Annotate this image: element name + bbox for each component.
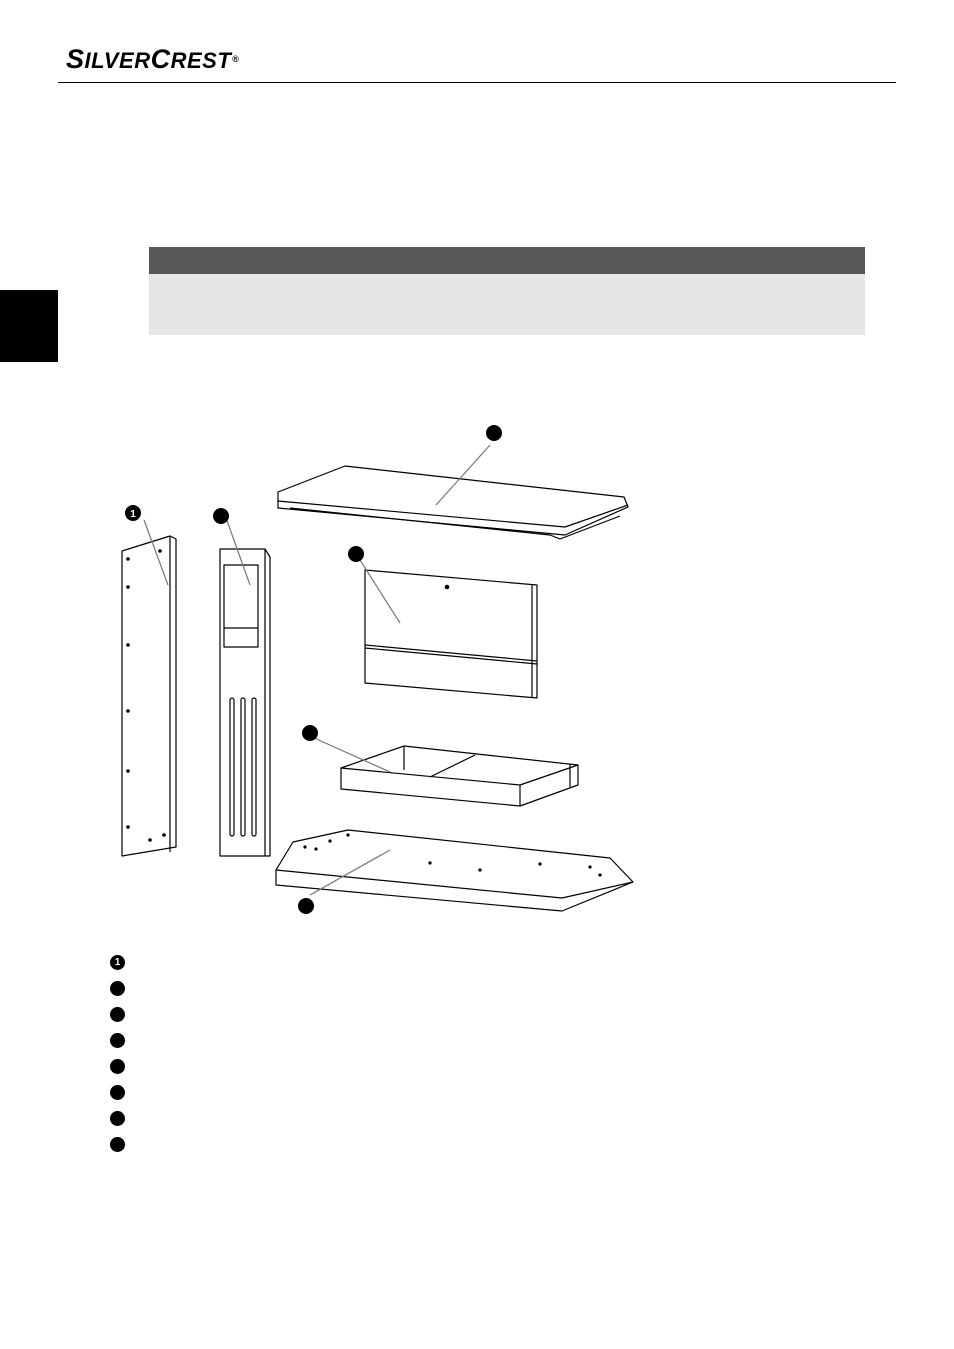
note-box-body xyxy=(149,274,865,335)
legend-marker-6 xyxy=(110,1085,125,1100)
logo-text-ilver: ILVER xyxy=(84,48,151,73)
legend-marker-4 xyxy=(110,1033,125,1048)
callout-6 xyxy=(298,898,314,914)
back-panel xyxy=(359,559,538,699)
legend-marker-7 xyxy=(110,1111,125,1126)
callout-4 xyxy=(486,425,502,441)
note-box-header xyxy=(149,247,865,274)
callout-markers: 1 xyxy=(125,425,502,914)
base-plinth xyxy=(275,829,634,912)
callout-1 xyxy=(125,505,141,521)
left-pillar xyxy=(219,514,271,857)
parts-diagram: 1 xyxy=(121,425,634,914)
legend-marker-3 xyxy=(110,1007,125,1022)
legend-marker-2 xyxy=(110,981,125,996)
legend-marker-5 xyxy=(110,1059,125,1074)
callout-1-label: 1 xyxy=(130,509,136,520)
legend-marker-1: 1 xyxy=(110,955,125,970)
logo-text-rest: REST xyxy=(170,48,232,73)
callout-5 xyxy=(302,725,318,741)
left-side-panel xyxy=(121,519,177,857)
firebox-frame xyxy=(311,736,579,807)
logo-letter-c: C xyxy=(150,44,171,74)
logo-letter-s: S xyxy=(66,44,85,74)
language-side-tab xyxy=(0,290,58,362)
registered-mark: ® xyxy=(232,54,240,64)
header-rule xyxy=(58,82,896,83)
mantel-top-shelf xyxy=(277,444,629,540)
callout-3 xyxy=(348,546,364,562)
legend-marker-8 xyxy=(110,1137,125,1152)
brand-logo: SILVERCREST® xyxy=(66,44,239,76)
callout-2 xyxy=(213,508,229,524)
